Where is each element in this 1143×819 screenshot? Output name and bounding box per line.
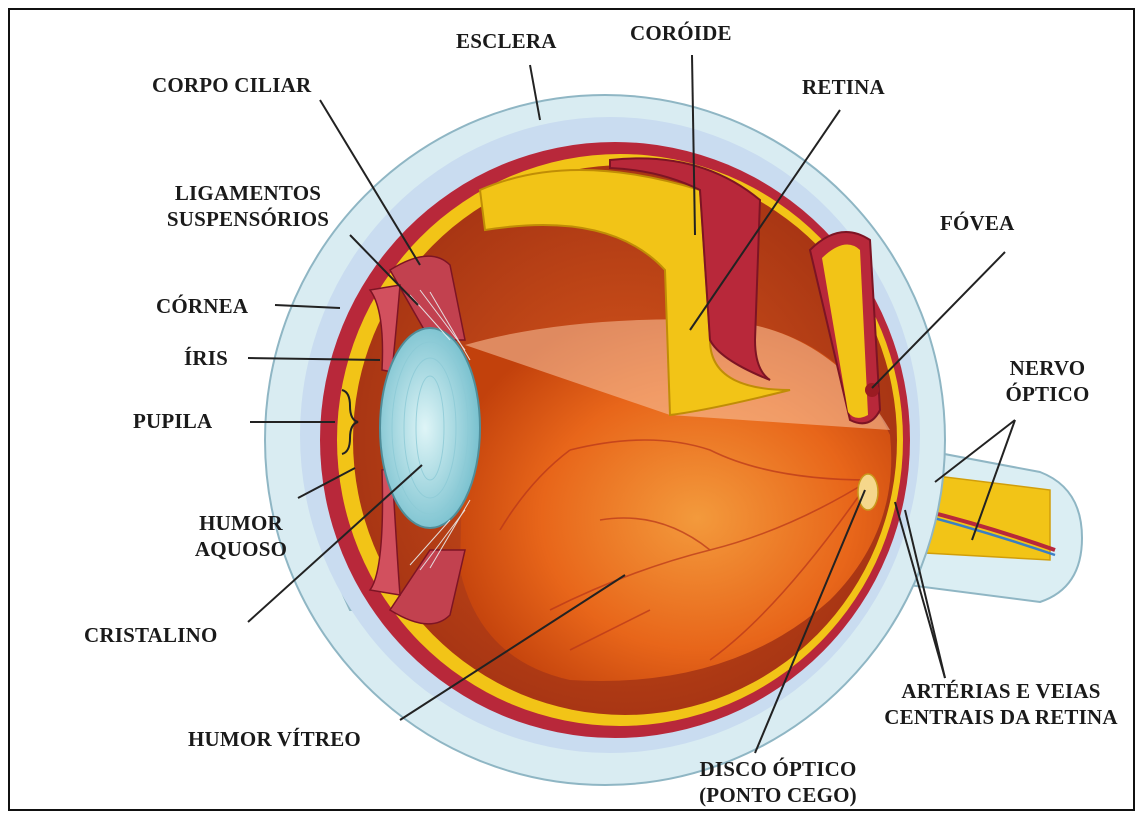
label-corpo-ciliar: CORPO CILIAR [152,72,311,98]
label-humor-aquoso-line2: AQUOSO [186,536,296,562]
label-ligamentos: LIGAMENTOS SUSPENSÓRIOS [148,180,348,232]
label-humor-vitreo: HUMOR VÍTREO [188,726,361,752]
label-fovea: FÓVEA [940,210,1015,236]
label-cristalino: CRISTALINO [84,622,217,648]
optic-disc [858,474,878,510]
label-ligamentos-line1: LIGAMENTOS [148,180,348,206]
label-humor-aquoso-line1: HUMOR [186,510,296,536]
label-disco-line1: DISCO ÓPTICO [678,756,878,782]
label-nervo-line1: NERVO [1000,355,1095,381]
label-arterias-veias: ARTÉRIAS E VEIAS CENTRAIS DA RETINA [876,678,1126,730]
label-humor-aquoso: HUMOR AQUOSO [186,510,296,562]
label-nervo-optico: NERVO ÓPTICO [1000,355,1095,407]
label-ligamentos-line2: SUSPENSÓRIOS [148,206,348,232]
label-retina: RETINA [802,74,885,100]
label-iris: ÍRIS [184,345,228,371]
fovea-spot [865,383,879,397]
label-coroide: CORÓIDE [630,20,732,46]
label-disco-line2: (PONTO CEGO) [678,782,878,808]
label-cornea: CÓRNEA [156,293,248,319]
label-esclera: ESCLERA [456,28,557,54]
label-arterias-line2: CENTRAIS DA RETINA [876,704,1126,730]
label-disco-optico: DISCO ÓPTICO (PONTO CEGO) [678,756,878,808]
diagram-frame: ESCLERA CORÓIDE RETINA CORPO CILIAR LIGA… [8,8,1135,811]
label-nervo-line2: ÓPTICO [1000,381,1095,407]
label-arterias-line1: ARTÉRIAS E VEIAS [876,678,1126,704]
label-pupila: PUPILA [133,408,212,434]
